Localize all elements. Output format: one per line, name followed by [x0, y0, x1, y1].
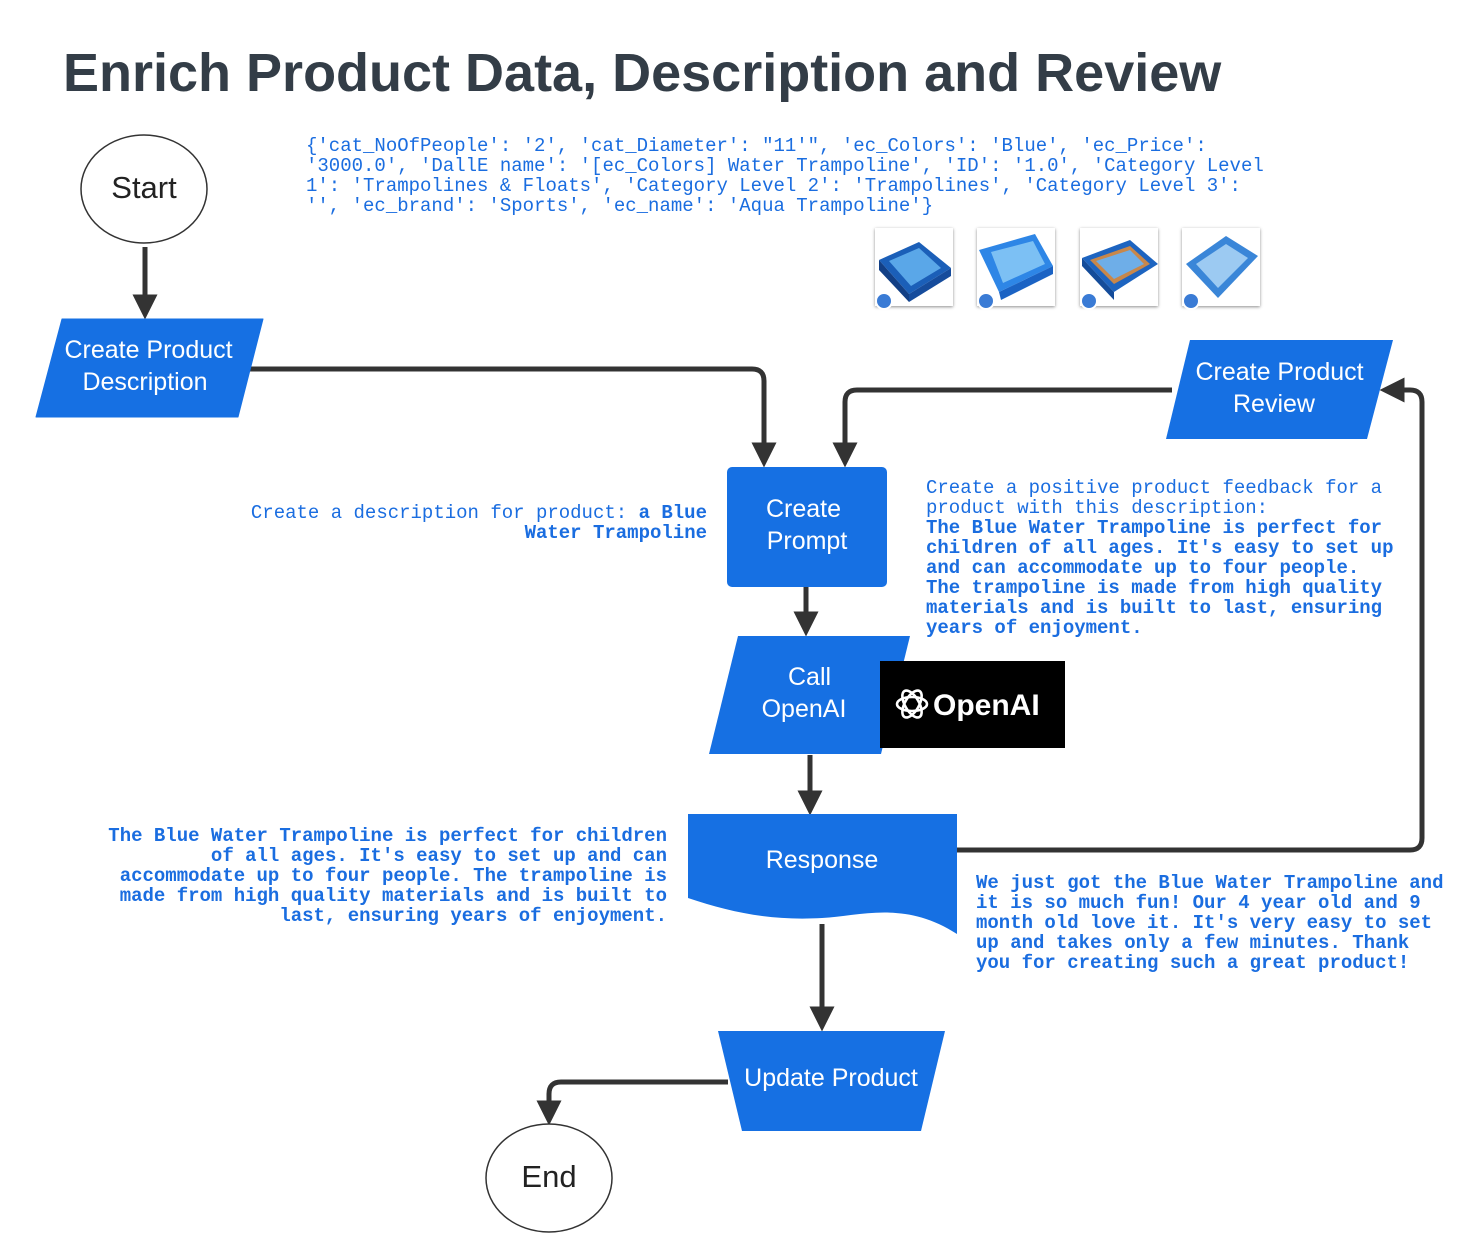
call-openai-label-2: OpenAI	[762, 695, 847, 723]
create-description-label-1: Create Product	[64, 336, 232, 364]
response-description-text: The Blue Water Trampoline is perfect for…	[100, 826, 667, 926]
refresh-badge-icon	[1182, 292, 1200, 310]
create-description-label-2: Description	[82, 368, 207, 396]
call-openai-label-1: Call	[788, 663, 831, 691]
product-json-text: {'cat_NoOfPeople': '2', 'cat_Diameter': …	[306, 135, 1276, 217]
end-node	[485, 1123, 613, 1233]
svg-text:Call OpenAI: Call OpenAI	[762, 663, 847, 723]
trampoline-image-icon	[1082, 240, 1158, 300]
openai-logo: OpenAI	[880, 661, 1065, 748]
create-review-label-1: Create Product	[1195, 358, 1363, 386]
prompt-review-text: Create a positive product feedback for a…	[926, 478, 1396, 638]
create-description-node	[35, 318, 264, 418]
product-thumbnail-4	[1182, 228, 1260, 310]
refresh-badge-icon	[1080, 292, 1098, 310]
refresh-badge-icon	[977, 292, 995, 310]
connector-response-to-review	[957, 377, 1425, 853]
response-review-text: We just got the Blue Water Trampoline an…	[976, 873, 1446, 973]
svg-text:Create Product Review: Create Product Review	[1195, 358, 1370, 418]
openai-logo-text: OpenAI	[933, 689, 1040, 722]
response-node	[688, 814, 957, 934]
refresh-badge-icon	[875, 292, 893, 310]
create-prompt-node	[727, 467, 887, 587]
create-prompt-label-2: Prompt	[767, 527, 848, 555]
connector-update-to-end	[536, 1079, 728, 1126]
prompt-review-lead: Create a positive product feedback for a…	[926, 477, 1394, 519]
connector-review-to-prompt	[832, 387, 1172, 468]
product-thumbnail-3	[1080, 228, 1158, 310]
trampoline-image-icon	[979, 234, 1053, 300]
trampoline-image-icon	[1186, 236, 1258, 298]
connector-description-to-prompt	[248, 366, 777, 468]
product-thumbnail-1	[875, 228, 953, 310]
prompt-description-text: Create a description for product: a Blue…	[214, 503, 707, 543]
update-product-label: Update Product	[744, 1064, 918, 1092]
response-label: Response	[766, 846, 879, 874]
response-description-body: The Blue Water Trampoline is perfect for…	[108, 825, 679, 927]
svg-text:Create Prompt: Create Prompt	[766, 495, 848, 555]
page-title: Enrich Product Data, Description and Rev…	[63, 43, 1222, 103]
prompt-description-product: a Blue Water Trampoline	[524, 502, 719, 544]
end-node-label: End	[521, 1159, 576, 1194]
response-review-body: We just got the Blue Water Trampoline an…	[976, 872, 1455, 974]
openai-knot-icon	[895, 689, 929, 719]
update-product-node	[718, 1031, 945, 1131]
prompt-review-body: The Blue Water Trampoline is perfect for…	[926, 517, 1405, 639]
create-review-node	[1166, 340, 1393, 439]
start-node-label: Start	[111, 170, 177, 205]
start-node	[80, 134, 208, 244]
create-prompt-label-1: Create	[766, 495, 841, 523]
call-openai-node	[709, 636, 910, 754]
create-review-label-2: Review	[1233, 390, 1316, 418]
trampoline-image-icon	[879, 242, 951, 302]
svg-text:Create Product Description: Create Product Description	[64, 336, 239, 396]
prompt-description-lead: Create a description for product:	[250, 502, 639, 524]
product-thumbnail-2	[977, 228, 1055, 310]
